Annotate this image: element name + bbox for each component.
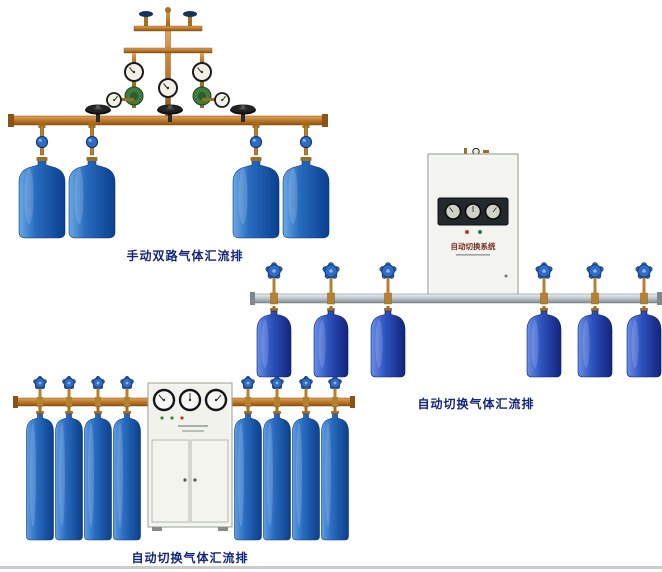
product-caption: 自动切换气体汇流排: [131, 551, 249, 565]
valve-handwheel: [91, 375, 105, 390]
valve-handwheel: [299, 375, 313, 390]
valve-handwheel: [379, 262, 397, 279]
pressure-regulator-left: [106, 62, 144, 108]
auto-switch-manifold-photo: 自动切换系统: [250, 148, 662, 378]
small-valve-handle: [139, 11, 153, 17]
indicator-light-red: [465, 230, 469, 234]
gas-cylinder: [263, 407, 291, 541]
gas-cylinder: [256, 305, 292, 378]
door-handle: [193, 478, 197, 482]
gas-cylinder: [68, 156, 116, 239]
control-cabinet: 自动切换系统: [427, 148, 519, 301]
valve-handwheel: [328, 375, 342, 390]
gas-cylinder: [113, 407, 141, 541]
pressure-regulator-right: [192, 62, 230, 108]
cabinet-door-left: [151, 439, 190, 523]
valve-handwheel: [535, 262, 553, 279]
auto-switch-manifold-tall-photo: [13, 375, 355, 541]
inlet-header-assembly: [123, 7, 213, 119]
valve-handwheel: [62, 375, 76, 390]
product-caption: 自动切换气体汇流排: [417, 397, 535, 411]
cabinet-gauges: [152, 388, 228, 412]
riser-valves: [265, 262, 653, 294]
control-cabinet: [147, 382, 233, 531]
valve-handwheel: [322, 262, 340, 279]
product-figure-auto-cabinet: 自动切换系统: [250, 148, 662, 412]
cabinet-label: 自动切换系统: [451, 241, 496, 251]
small-valve-handle: [183, 11, 197, 17]
pressure-gauge-center: [158, 78, 178, 98]
valve-handwheel: [241, 375, 255, 390]
valve-handwheel: [265, 262, 283, 279]
bottom-divider: [0, 566, 662, 569]
cabinet-gauges: [444, 203, 502, 220]
gas-cylinder: [18, 156, 66, 239]
indicator-light-green: [478, 230, 482, 234]
pressure-gauge: [124, 62, 144, 82]
gas-cylinder: [292, 407, 320, 541]
indicator-light-red: [180, 416, 184, 420]
indicator-light-green: [170, 416, 174, 420]
gas-cylinder: [55, 407, 83, 541]
indicator-light-green: [160, 416, 164, 420]
valve-handwheel: [586, 262, 604, 279]
product-caption: 手动双路气体汇流排: [126, 249, 244, 263]
riser-valves: [33, 375, 342, 398]
pressure-gauge: [214, 92, 230, 108]
gas-cylinder: [84, 407, 112, 541]
product-figure-manual-dual: 手动双路气体汇流排: [8, 4, 332, 264]
gas-cylinder: [234, 407, 262, 541]
manifold-pipe: [250, 292, 662, 305]
door-handle: [183, 478, 187, 482]
gas-cylinder: [26, 407, 54, 541]
gas-cylinder: [577, 305, 613, 378]
pressure-gauge: [192, 62, 212, 82]
valve-handwheel: [270, 375, 284, 390]
cylinder-connection: [85, 121, 99, 156]
gas-cylinder: [321, 407, 349, 541]
gas-cylinder: [313, 305, 349, 378]
gas-cylinder: [370, 305, 406, 378]
valve-handwheel: [33, 375, 47, 390]
cabinet-lock: [504, 274, 508, 278]
cabinet-door-right: [190, 439, 229, 523]
product-figure-auto-tall: 自动切换气体汇流排: [12, 374, 356, 566]
gas-cylinder: [526, 305, 562, 378]
pressure-gauge: [106, 92, 122, 108]
cylinder-connection: [35, 121, 49, 156]
valve-handwheel: [120, 375, 134, 390]
gas-cylinder: [626, 305, 662, 378]
valve-handwheel: [635, 262, 653, 279]
manual-dual-manifold-photo: [8, 7, 330, 239]
